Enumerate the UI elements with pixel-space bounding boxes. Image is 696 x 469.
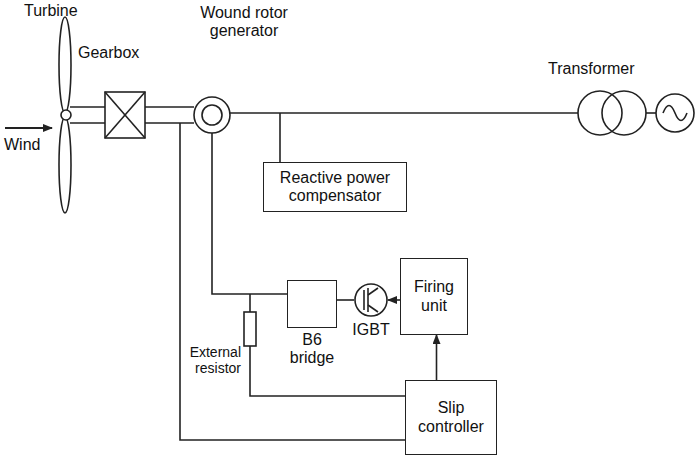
sine-symbol: [663, 106, 687, 121]
generator-symbol: [194, 97, 230, 133]
node-text: Reactive power compensator: [264, 169, 406, 206]
resistor-symbol: [244, 312, 256, 346]
gearbox-label: Gearbox: [78, 44, 148, 62]
transformer-winding: [578, 91, 622, 135]
stator-bus: [230, 112, 578, 114]
grid-source: [656, 94, 694, 132]
shaft: [145, 106, 194, 108]
igbt-symbol: [367, 288, 369, 312]
speed-signal-wire: [180, 123, 405, 440]
shaft: [145, 122, 194, 124]
generator-label: Wound rotor generator: [192, 4, 296, 41]
bridge-box: B6 bridge: [287, 280, 337, 328]
controller-box: Slip controller: [405, 380, 497, 455]
node-text: Slip controller: [406, 399, 496, 436]
node-text: IGBT: [340, 321, 402, 339]
gearbox-cross: [105, 92, 145, 138]
node-text: B6 bridge: [281, 331, 343, 368]
igbt-circle: IGBT: [354, 283, 388, 317]
gearbox-cross: [105, 92, 145, 138]
turbine-blade: [59, 117, 71, 213]
shaft: [70, 122, 105, 124]
signal-connector: [436, 335, 438, 380]
transformer-label: Transformer: [548, 60, 648, 78]
turbine-label: Turbine: [24, 2, 94, 20]
firing-box: Firing unit: [400, 258, 468, 335]
wind-label: Wind: [4, 136, 54, 154]
grid-wire: [646, 112, 656, 114]
circle-outline: [354, 283, 388, 317]
signal-connector: [388, 299, 400, 301]
shaft: [70, 106, 105, 108]
turbine-blade: [59, 17, 71, 113]
wind-arrow: [5, 127, 52, 129]
turbine-hub: [61, 110, 71, 120]
rotor-wire: [212, 133, 287, 294]
node-text: Firing unit: [401, 278, 467, 315]
signal-connector: [337, 299, 354, 301]
igbt-symbol: [363, 290, 365, 310]
igbt-symbol: [368, 305, 378, 312]
resistor-wire: [249, 294, 251, 312]
generator-rotor: [202, 105, 222, 125]
transformer-winding: [602, 91, 646, 135]
compensator-box: Reactive power compensator: [263, 162, 407, 212]
compensator-wire: [279, 113, 281, 162]
igbt-symbol: [368, 288, 378, 295]
resistor-label: External resistor: [183, 344, 241, 376]
gearbox-symbol: [105, 92, 145, 138]
